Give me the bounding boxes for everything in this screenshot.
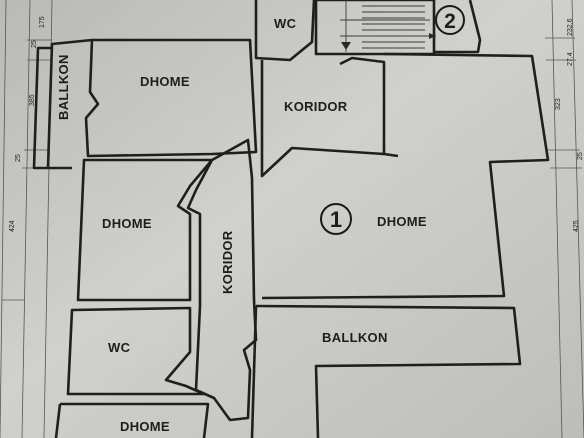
room-label-dhome-bottom: DHOME <box>120 419 170 434</box>
room-label-dhome-top-left: DHOME <box>140 74 190 89</box>
dimension-right-27-4: 27,4 <box>567 52 574 66</box>
staircase <box>314 0 436 56</box>
dimension-left-25-mid: 25 <box>15 154 22 162</box>
unit-marker-1: 1 <box>320 203 352 235</box>
dimension-right-232-6: 232,6 <box>567 18 574 36</box>
room-label-ballkon-side: BALLKON <box>56 54 71 120</box>
dimension-right-323: 323 <box>555 98 562 110</box>
room-label-wc-left: WC <box>108 340 131 355</box>
dimension-left-175: 175 <box>39 16 46 28</box>
unit-marker-2-label: 2 <box>444 10 456 33</box>
unit-marker-1-label: 1 <box>330 207 342 232</box>
room-label-dhome-main: DHOME <box>377 214 427 229</box>
dimension-right-425: 425 <box>573 220 580 232</box>
room-label-koridor-top: KORIDOR <box>284 99 348 114</box>
dimension-left-385: 385 <box>29 94 36 106</box>
room-label-dhome-left-middle: DHOME <box>102 216 152 231</box>
unit-marker-2: 2 <box>435 5 465 35</box>
right-dimension-lines <box>545 0 584 438</box>
room-label-ballkon-bottom: BALLKON <box>322 330 388 345</box>
dimension-left-25-top: 25 <box>31 40 38 48</box>
dimension-left-424: 424 <box>9 220 16 232</box>
walls <box>32 0 550 438</box>
dimension-right-25: 25 <box>577 152 584 160</box>
room-label-wc-top: WC <box>274 16 297 31</box>
room-label-koridor-vertical: KORIDOR <box>220 230 235 294</box>
